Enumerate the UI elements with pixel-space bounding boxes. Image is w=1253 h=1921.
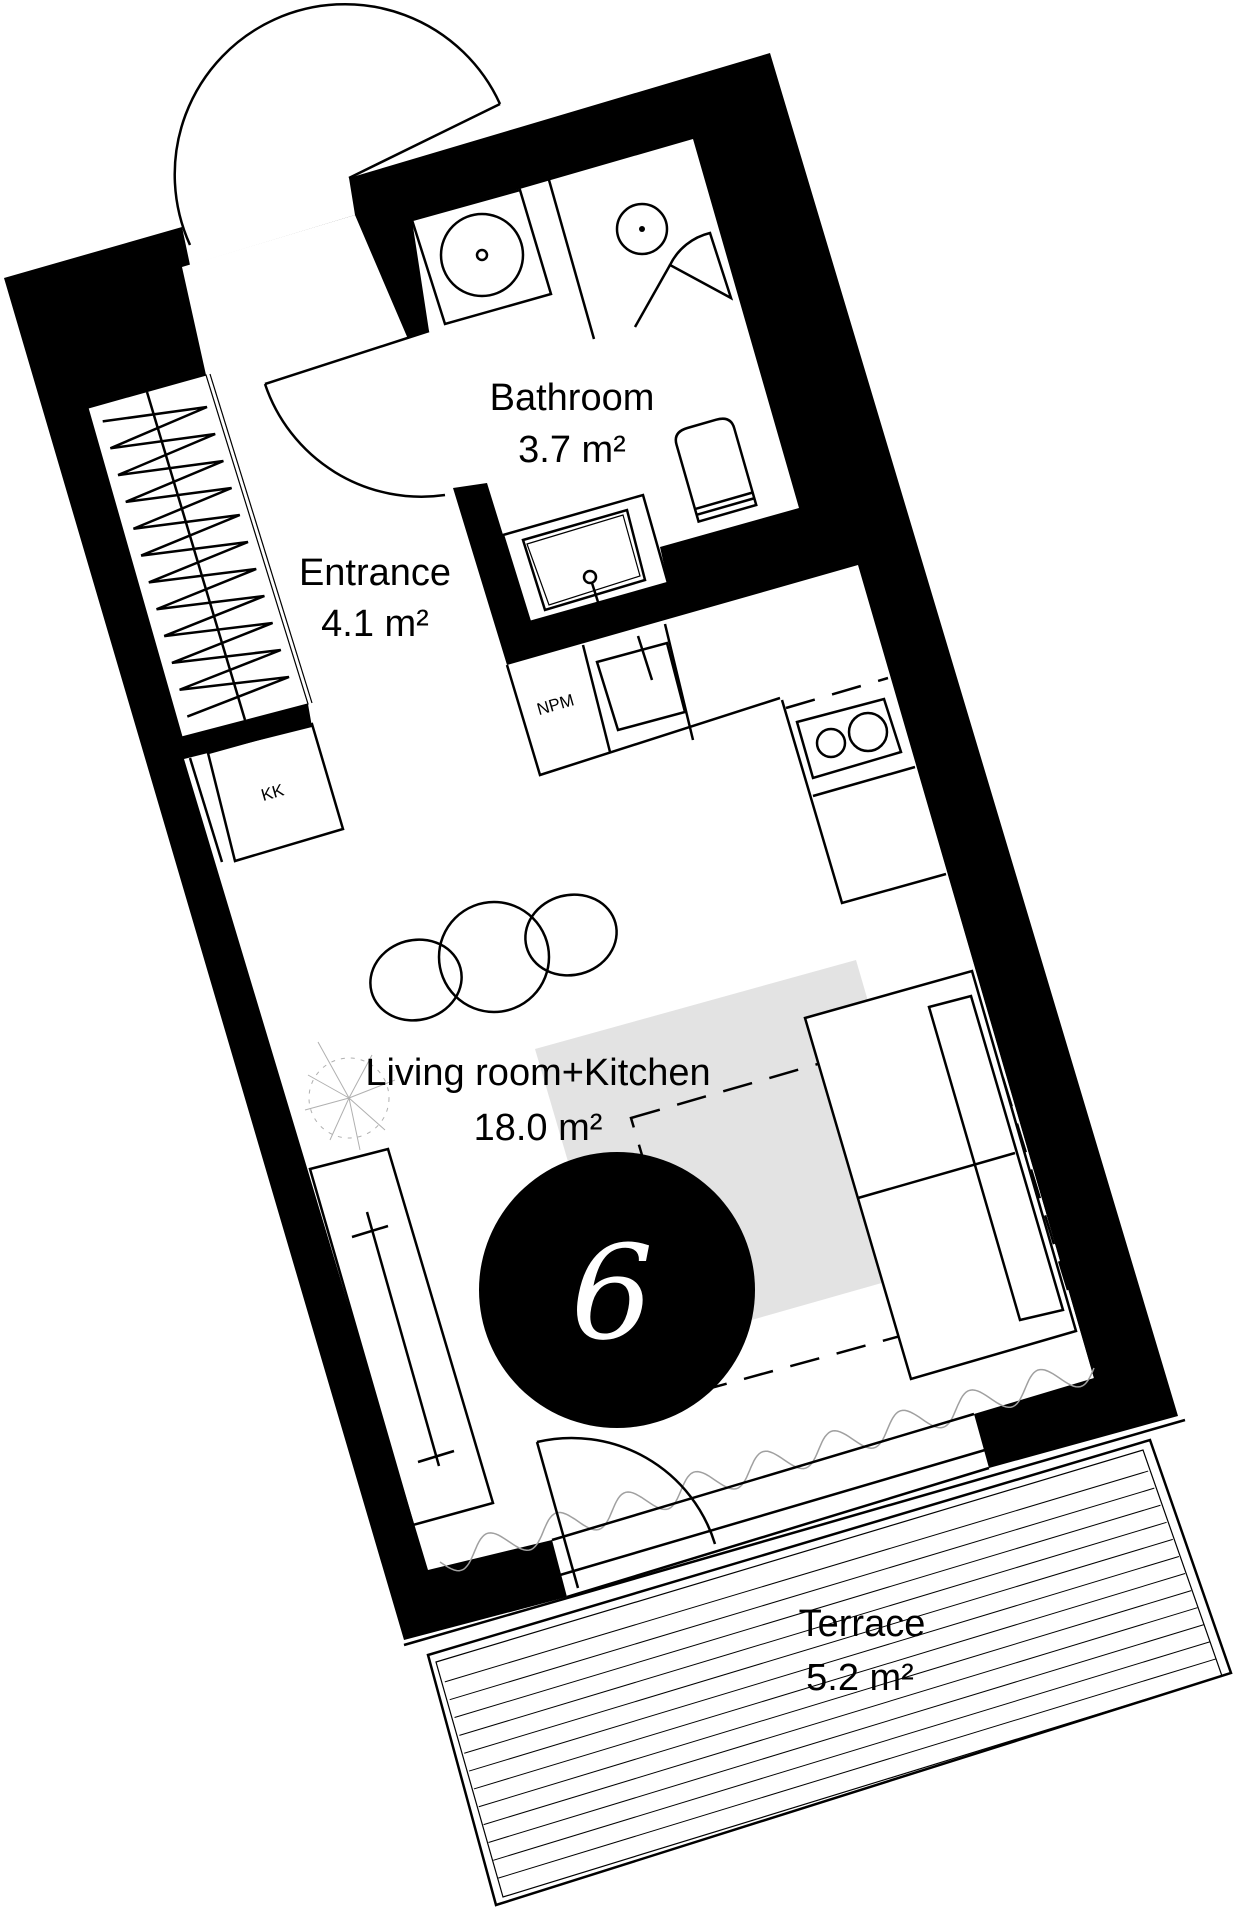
shower — [615, 202, 734, 328]
room-label-entrance: Entrance 4.1 m² — [299, 552, 451, 645]
room-area: 5.2 m² — [806, 1657, 914, 1699]
wardrobe — [87, 373, 313, 738]
curtain — [439, 1367, 1095, 1572]
stove — [795, 697, 903, 780]
room-area: 3.7 m² — [518, 429, 626, 471]
chair-left — [369, 938, 463, 1022]
window — [551, 1412, 990, 1599]
kk-closet — [188, 722, 345, 863]
chair-right — [524, 893, 618, 977]
deck-board-line — [464, 1538, 1173, 1754]
deck-board-line — [483, 1607, 1198, 1826]
room-name: Bathroom — [490, 377, 655, 419]
room-name: Living room+Kitchen — [365, 1052, 710, 1094]
burner-large — [847, 711, 889, 753]
dining-set — [369, 893, 618, 1022]
shower-divider — [547, 179, 596, 340]
room-area: 4.1 m² — [321, 603, 429, 645]
deck-board-line — [498, 1658, 1216, 1879]
room-label-terrace: Terrace 5.2 m² — [799, 1603, 926, 1699]
room-label-bathroom: Bathroom 3.7 m² — [490, 377, 655, 471]
inner-wall-line — [861, 574, 1099, 1391]
room-name: Terrace — [799, 1603, 926, 1645]
deck-board-line — [459, 1521, 1167, 1736]
terrace — [403, 1418, 1233, 1907]
room-label-living-kitchen: Living room+Kitchen 18.0 m² — [365, 1052, 710, 1149]
npm-cabinet — [505, 644, 781, 777]
deck-board-line — [488, 1624, 1204, 1843]
deck-board-line — [473, 1573, 1186, 1790]
kitchen-counter — [780, 676, 947, 905]
sofa — [803, 969, 1078, 1381]
deck-board-line — [478, 1590, 1192, 1808]
tv-bench — [308, 1147, 495, 1527]
deck-board-line — [454, 1504, 1161, 1719]
burner-small — [815, 727, 847, 759]
bathroom-sink — [501, 493, 670, 624]
kitchen-sink — [595, 623, 695, 741]
balcony-door[interactable] — [535, 1436, 717, 1589]
deck-board-line — [493, 1641, 1210, 1861]
room-name: Entrance — [299, 552, 451, 594]
unit-number: 6 — [571, 1217, 654, 1369]
deck-board-line — [449, 1487, 1155, 1701]
deck-board-line — [444, 1470, 1149, 1683]
entrance-door[interactable] — [173, 2, 502, 246]
toilet — [674, 417, 758, 524]
bathroom-door[interactable] — [263, 329, 446, 498]
deck-board-line — [468, 1555, 1180, 1772]
washing-machine — [410, 188, 553, 326]
dining-table — [437, 900, 551, 1014]
plant — [304, 1041, 396, 1151]
wardrobe-hatching — [102, 405, 290, 718]
room-area: 18.0 m² — [474, 1107, 603, 1149]
unit-badge: 6 — [479, 1152, 755, 1428]
